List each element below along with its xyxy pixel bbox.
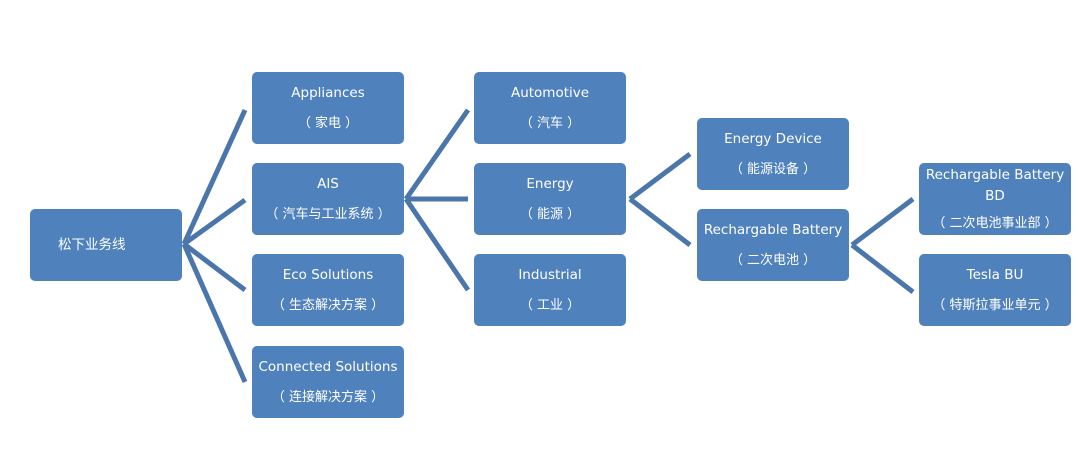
edge-root-appliances (181, 108, 248, 246)
node-ais: AIS （ 汽车与工业系统 ） (252, 163, 404, 235)
node-label-zh: 松下业务线 (58, 236, 126, 253)
node-label-zh: （ 家电 ） (297, 115, 359, 131)
edge-ais-industrial (403, 197, 471, 292)
node-label-zh: （ 二次电池 ） (729, 252, 817, 268)
edge-battery-tesla (850, 243, 915, 294)
node-label-en: Tesla BU (966, 266, 1024, 283)
node-label-zh: （ 特斯拉事业单元 ） (932, 297, 1058, 313)
edge-root-eco-solutions (182, 242, 247, 292)
node-industrial: Industrial （ 工业 ） (474, 254, 626, 326)
node-automotive: Automotive （ 汽车 ） (474, 72, 626, 144)
node-label-zh: （ 连接解决方案 ） (271, 389, 385, 405)
node-label-zh: （ 能源 ） (519, 206, 581, 222)
edge-energy-energy-device (628, 152, 692, 201)
node-appliances: Appliances （ 家电 ） (252, 72, 404, 144)
node-eco-solutions: Eco Solutions （ 生态解决方案 ） (252, 254, 404, 326)
edge-ais-automotive (403, 108, 471, 201)
edge-battery-bd (850, 197, 915, 247)
node-connected-solutions: Connected Solutions （ 连接解决方案 ） (252, 346, 404, 418)
node-label-zh: （ 二次电池事业部 ） (932, 215, 1058, 231)
node-label-zh: （ 工业 ） (519, 297, 581, 313)
node-label-en: Appliances (291, 84, 365, 101)
node-energy: Energy （ 能源 ） (474, 163, 626, 235)
node-energy-device: Energy Device （ 能源设备 ） (697, 118, 849, 190)
node-label-zh: （ 能源设备 ） (729, 161, 817, 177)
node-rechargable-battery: Rechargable Battery （ 二次电池 ） (697, 209, 849, 281)
edge-root-connected-solutions (181, 242, 248, 384)
node-label-en: Eco Solutions (282, 266, 374, 283)
node-label-zh: （ 生态解决方案 ） (271, 297, 385, 313)
node-label-en: Automotive (510, 84, 590, 101)
node-label-en: Energy (526, 175, 574, 192)
node-label-en: Industrial (518, 266, 582, 283)
node-label-en: Rechargable Battery BD (925, 166, 1065, 204)
node-label-en: Energy Device (724, 130, 822, 147)
node-tesla-bu: Tesla BU （ 特斯拉事业单元 ） (919, 254, 1071, 326)
node-label-en: Connected Solutions (258, 358, 398, 375)
node-label-zh: （ 汽车与工业系统 ） (265, 206, 391, 222)
edge-energy-rechargable-battery (628, 197, 692, 247)
edge-root-ais (182, 197, 247, 247)
node-label-en: AIS (317, 175, 339, 192)
node-label-zh: （ 汽车 ） (519, 115, 581, 131)
node-label-en: Rechargable Battery (703, 221, 843, 238)
node-rechargable-battery-bd: Rechargable Battery BD （ 二次电池事业部 ） (919, 163, 1071, 235)
node-root-panasonic-business: 松下业务线 (30, 209, 182, 281)
